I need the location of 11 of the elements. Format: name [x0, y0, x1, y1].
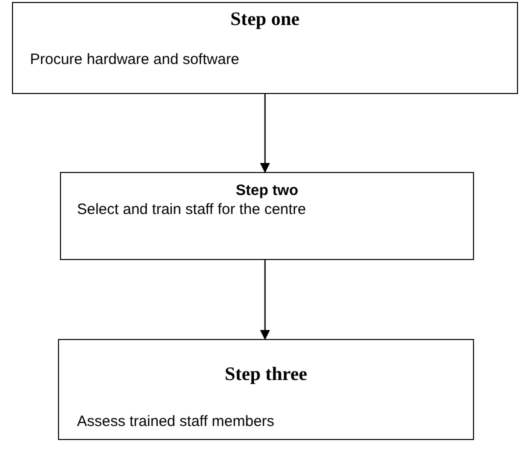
step-description: Procure hardware and software [30, 51, 240, 68]
process-box [60, 172, 474, 260]
arrow [260, 94, 270, 173]
process-box [12, 2, 518, 94]
step-heading: Step one [230, 9, 300, 31]
step-description: Assess trained staff members [77, 413, 274, 430]
step-heading: Step three [224, 364, 308, 386]
step-description: Select and train staff for the centre [77, 201, 306, 218]
step-heading: Step two [236, 182, 298, 199]
process-box [58, 339, 474, 440]
arrow [260, 260, 270, 340]
